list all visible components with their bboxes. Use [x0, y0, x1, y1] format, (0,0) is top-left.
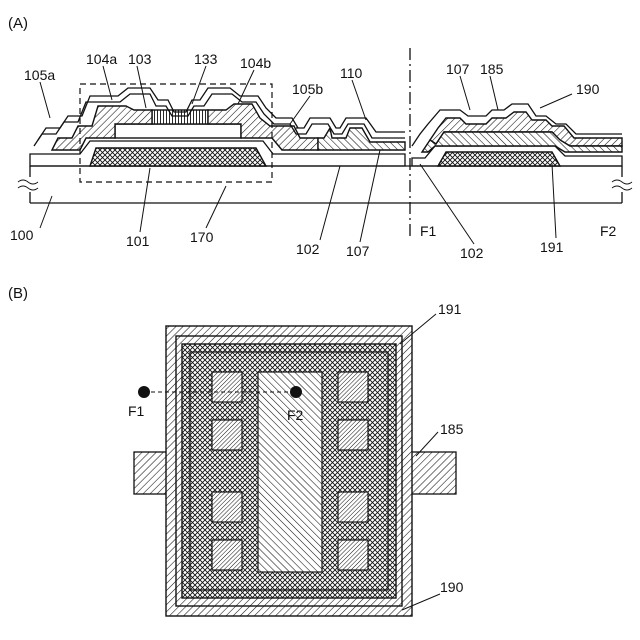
label-107-top: 107: [446, 61, 470, 77]
label-191-bottom: 191: [540, 239, 564, 255]
label-F1-b: F1: [128, 403, 145, 419]
marker-F2: [290, 386, 302, 398]
label-105a: 105a: [24, 67, 55, 83]
panel-b-label: (B): [8, 285, 28, 302]
marker-F1: [138, 386, 150, 398]
label-190-top: 190: [576, 81, 600, 97]
label-104b: 104b: [240, 55, 271, 71]
label-103: 103: [128, 51, 152, 67]
label-104a: 104a: [86, 51, 117, 67]
label-133: 133: [194, 51, 218, 67]
panel-b-plan-view: (B) 19: [8, 285, 464, 616]
label-170: 170: [190, 229, 214, 245]
label-190: 190: [440, 579, 464, 595]
label-F2-a: F2: [600, 223, 617, 239]
electrode-191: [438, 152, 560, 166]
panel-a-cross-section: (A): [8, 15, 632, 261]
label-102-left: 102: [296, 241, 320, 257]
semiconductor-103-base: [115, 124, 241, 138]
label-101: 101: [126, 233, 150, 249]
label-110: 110: [340, 65, 363, 81]
label-100: 100: [10, 227, 34, 243]
label-F1-a: F1: [420, 223, 437, 239]
label-F2-b: F2: [287, 407, 304, 423]
label-105b: 105b: [292, 81, 323, 97]
label-107-bottom: 107: [346, 243, 370, 259]
panel-a-label: (A): [8, 15, 28, 32]
label-185: 185: [440, 421, 464, 437]
label-191: 191: [438, 301, 462, 317]
layer-107-left: [318, 128, 405, 150]
gate-electrode-101: [90, 148, 266, 166]
central-region: [258, 372, 322, 572]
substrate-100: [18, 166, 632, 203]
label-185-top: 185: [480, 61, 504, 77]
label-102-right: 102: [460, 245, 484, 261]
